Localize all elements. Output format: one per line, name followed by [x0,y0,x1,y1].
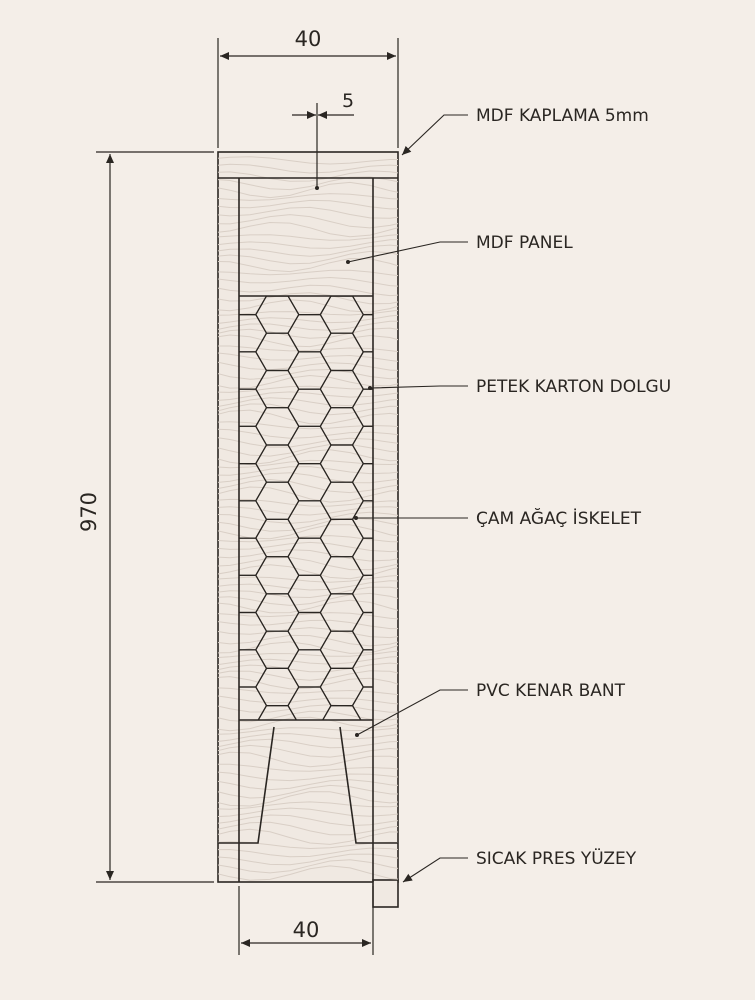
label-mdf-kaplama: MDF KAPLAMA 5mm [476,106,649,126]
inner-structure [218,177,398,882]
label-cam-agac: ÇAM AĞAÇ İSKELET [476,507,642,529]
height-label: 970 [77,492,101,532]
leader-sicak-pres [402,857,468,883]
callout-leaders [315,114,468,883]
label-sicak-pres: SICAK PRES YÜZEY [476,847,637,869]
label-mdf-panel: MDF PANEL [476,233,573,253]
bottom-rail-right-leg [339,726,398,844]
mdf-panel-step [372,879,399,908]
leader-mdf-kaplama [401,114,468,156]
bottom-width-label: 40 [293,918,320,942]
top-width-label: 40 [295,27,322,51]
bottom-rail-left-leg [218,726,275,844]
overlay-thickness-label: 5 [342,90,354,112]
label-petek-karton: PETEK KARTON DOLGU [476,377,671,397]
dimension-lines [96,38,399,955]
honeycomb-fill [239,296,373,720]
label-pvc-kenar: PVC KENAR BANT [476,681,626,701]
